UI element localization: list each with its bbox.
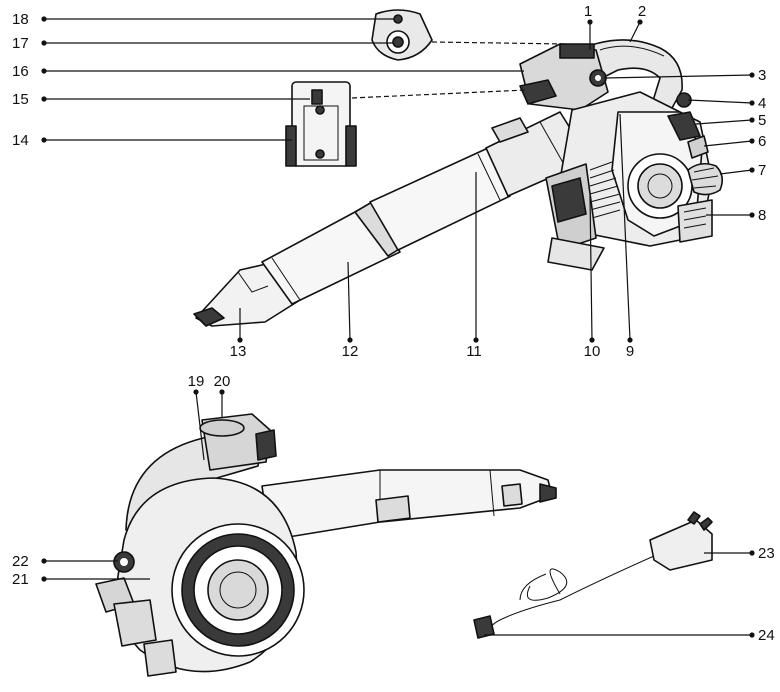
rear-view-tube bbox=[261, 469, 557, 541]
leader-line-12 bbox=[347, 261, 351, 341]
blower-rear-view bbox=[95, 413, 557, 677]
callout-15: 15 bbox=[12, 91, 310, 108]
callout-number-9: 9 bbox=[626, 343, 634, 360]
throttle-housing bbox=[519, 43, 609, 111]
callout-13: 13 bbox=[230, 308, 247, 360]
callout-12: 12 bbox=[342, 261, 359, 360]
leader-dot-18 bbox=[41, 16, 47, 22]
leader-dot-7 bbox=[749, 167, 755, 173]
callout-16: 16 bbox=[12, 63, 524, 80]
callout-24: 24 bbox=[484, 627, 775, 644]
leader-line-10 bbox=[589, 195, 593, 341]
leader-dot-13 bbox=[237, 337, 243, 343]
callout-18: 18 bbox=[12, 11, 394, 28]
leader-dot-14 bbox=[41, 137, 47, 143]
leader-dot-16 bbox=[41, 68, 47, 74]
cooling-fins bbox=[589, 161, 621, 219]
callout-10: 10 bbox=[584, 195, 601, 360]
leader-dot-1 bbox=[587, 19, 593, 25]
callout-number-14: 14 bbox=[12, 132, 29, 149]
leader-dot-5 bbox=[749, 117, 755, 123]
callout-number-13: 13 bbox=[230, 343, 247, 360]
top-handle bbox=[573, 39, 683, 109]
leader-line-6 bbox=[703, 140, 753, 147]
charger-cord bbox=[473, 511, 713, 639]
callout-number-3: 3 bbox=[758, 67, 766, 84]
callout-number-2: 2 bbox=[638, 3, 646, 20]
callout-1: 1 bbox=[584, 3, 593, 50]
leader-dot-24 bbox=[749, 632, 755, 638]
callout-number-24: 24 bbox=[758, 627, 775, 644]
callout-number-6: 6 bbox=[758, 133, 766, 150]
callout-17: 17 bbox=[12, 35, 394, 52]
callout-number-7: 7 bbox=[758, 162, 766, 179]
callout-22: 22 bbox=[12, 553, 118, 570]
leader-dot-20 bbox=[219, 389, 225, 395]
leader-line-9 bbox=[619, 113, 631, 341]
leader-line-2 bbox=[629, 21, 641, 43]
leader-dot-12 bbox=[347, 337, 353, 343]
leader-line-4 bbox=[687, 99, 753, 104]
callout-number-17: 17 bbox=[12, 35, 29, 52]
callout-5: 5 bbox=[695, 112, 766, 129]
leader-dot-2 bbox=[637, 19, 643, 25]
leader-line-5 bbox=[695, 119, 753, 125]
callout-number-10: 10 bbox=[584, 343, 601, 360]
upper-tube bbox=[369, 147, 511, 251]
leader-dot-21 bbox=[41, 576, 47, 582]
callout-number-23: 23 bbox=[758, 545, 775, 562]
leader-dot-6 bbox=[749, 138, 755, 144]
leader-dot-15 bbox=[41, 96, 47, 102]
leader-dot-4 bbox=[749, 100, 755, 106]
callout-21: 21 bbox=[12, 571, 150, 588]
leader-dot-9 bbox=[627, 337, 633, 343]
leader-dot-23 bbox=[749, 550, 755, 556]
rear-view-fan-housing bbox=[95, 477, 305, 677]
callout-23: 23 bbox=[704, 545, 775, 562]
callout-number-19: 19 bbox=[188, 373, 205, 390]
callout-number-15: 15 bbox=[12, 91, 29, 108]
callout-number-22: 22 bbox=[12, 553, 29, 570]
callout-number-8: 8 bbox=[758, 207, 766, 224]
inset-switch-detail bbox=[371, 9, 433, 61]
callout-11: 11 bbox=[466, 172, 482, 360]
callout-number-16: 16 bbox=[12, 63, 29, 80]
callout-7: 7 bbox=[719, 162, 766, 179]
callout-number-1: 1 bbox=[584, 3, 592, 20]
callout-9: 9 bbox=[619, 113, 634, 360]
leader-dot-19 bbox=[193, 389, 199, 395]
blower-side-view bbox=[193, 9, 724, 327]
callout-8: 8 bbox=[706, 207, 766, 224]
callout-19: 19 bbox=[188, 373, 205, 461]
leader-dot-11 bbox=[473, 337, 479, 343]
callout-4: 4 bbox=[687, 95, 766, 112]
engine-body bbox=[545, 91, 724, 271]
leader-dot-3 bbox=[749, 72, 755, 78]
callout-number-21: 21 bbox=[12, 571, 29, 588]
callout-20: 20 bbox=[214, 373, 231, 418]
callout-14: 14 bbox=[12, 132, 292, 149]
leader-line-19 bbox=[195, 391, 205, 461]
callout-number-18: 18 bbox=[12, 11, 29, 28]
leader-dot-8 bbox=[749, 212, 755, 218]
callout-number-4: 4 bbox=[758, 95, 766, 112]
callout-6: 6 bbox=[703, 133, 766, 150]
callout-number-20: 20 bbox=[214, 373, 231, 390]
callout-number-11: 11 bbox=[466, 343, 482, 360]
callout-3: 3 bbox=[603, 67, 766, 84]
callout-number-12: 12 bbox=[342, 343, 359, 360]
callout-2: 2 bbox=[629, 3, 646, 43]
leader-dot-17 bbox=[41, 40, 47, 46]
leader-dot-10 bbox=[589, 337, 595, 343]
inset-mounting-plate bbox=[285, 81, 357, 167]
leader-line-3 bbox=[603, 74, 753, 79]
callout-number-5: 5 bbox=[758, 112, 766, 129]
leader-line-7 bbox=[719, 169, 753, 175]
leader-dot-22 bbox=[41, 558, 47, 564]
